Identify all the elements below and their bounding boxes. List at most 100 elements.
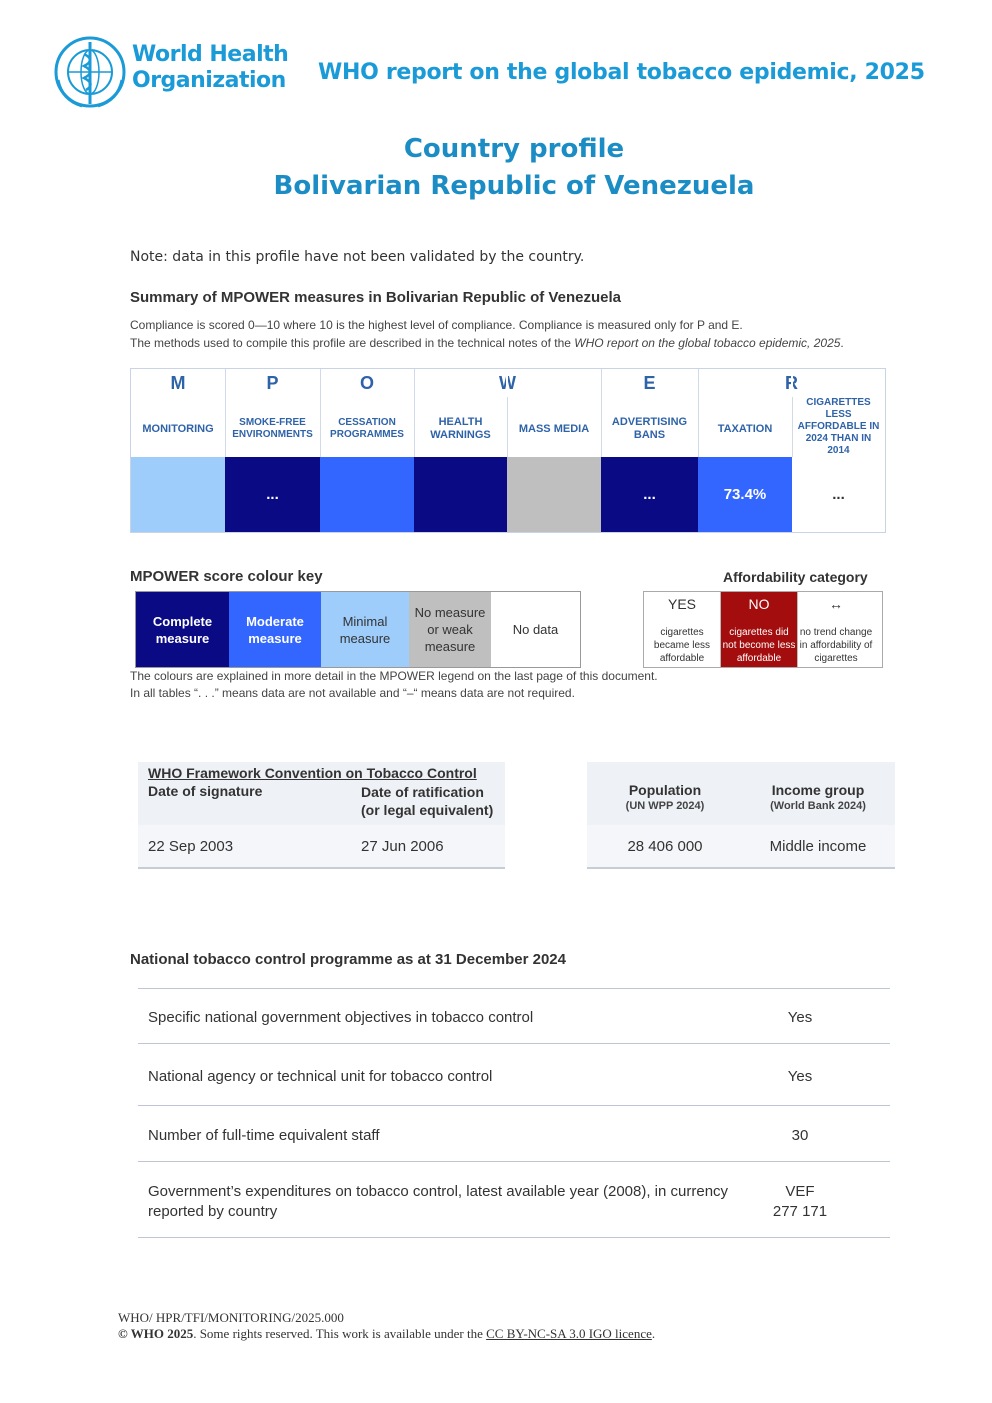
copyright: © WHO 2025. Some rights reserved. This w… [118, 1326, 655, 1342]
ratification-header-line2: (or legal equivalent) [361, 802, 494, 818]
methods-line-suffix: . [840, 336, 844, 350]
ntcp-answer: Yes [787, 1068, 813, 1085]
mpower-column: MONITORING [131, 369, 226, 532]
ntcp-question: Number of full-time equivalent staff [148, 1127, 380, 1144]
compliance-line: Compliance is scored 0—10 where 10 is th… [130, 318, 743, 332]
org-name-line2: Organization [132, 68, 286, 93]
mpower-column: TAXATION 73.4% [698, 369, 793, 532]
ntcp-row-agency: National agency or technical unit for to… [138, 1043, 890, 1106]
income-header: Income group (World Bank 2024) [743, 782, 893, 812]
compliance-note: Compliance is scored 0—10 where 10 is th… [130, 316, 844, 352]
mpower-letter: E [643, 373, 656, 393]
mpower-score-cell [131, 457, 225, 532]
expenditure-currency: VEF [785, 1183, 815, 1200]
mpower-column: HEALTH WARNINGS [414, 369, 508, 532]
colour-key-heading: MPOWER score colour key [130, 568, 323, 585]
mpower-column-label: HEALTH WARNINGS [430, 416, 491, 441]
mpower-column-label: CESSATION PROGRAMMES [330, 417, 404, 440]
ntcp-question: Specific national government objectives … [148, 1009, 534, 1026]
income-source: (World Bank 2024) [770, 800, 866, 812]
ratification-header: Date of ratification (or legal equivalen… [361, 783, 493, 819]
document-code: WHO/ HPR/TFI/MONITORING/2025.000 [118, 1310, 344, 1325]
affordability-label: YES [667, 596, 696, 612]
ntcp-row-staff: Number of full-time equivalent staff 30 [138, 1105, 890, 1162]
mpower-score-cell [320, 457, 414, 532]
fctc-title: WHO Framework Convention on Tobacco Cont… [148, 765, 477, 781]
country-name: Bolivarian Republic of Venezuela [273, 171, 755, 201]
mpower-letter: P [266, 373, 279, 393]
copyright-mark: © WHO 2025 [118, 1326, 194, 1341]
mpower-column: MASS MEDIA [507, 369, 602, 532]
affordability-description: cigarettes did not become less affordabl… [722, 627, 796, 664]
mpower-column: ADVERTISING BANS... [601, 369, 699, 532]
colour-key-swatch: No measure or weak measure [409, 592, 491, 667]
page-title: Country profile [403, 134, 625, 164]
ntcp-heading: National tobacco control programme as at… [130, 951, 566, 968]
colour-key-swatch: Complete measure [136, 592, 229, 667]
income-value: Middle income [769, 838, 867, 855]
mpower-column: SMOKE-FREE ENVIRONMENTS... [225, 369, 321, 532]
copyright-end: . [651, 1326, 656, 1341]
ntcp-row-objectives: Specific national government objectives … [138, 988, 890, 1044]
population-table: Population (UN WPP 2024) Income group (W… [587, 762, 895, 869]
income-label: Income group [771, 782, 865, 798]
mpower-score-cell [507, 457, 601, 532]
summary-heading: Summary of MPOWER measures in Bolivarian… [130, 289, 621, 306]
ntcp-row-expenditure: Government’s expenditures on tobacco con… [138, 1161, 890, 1238]
mpower-column-label: MASS MEDIA [518, 422, 590, 435]
mpower-score-cell: ... [225, 457, 320, 532]
population-label: Population [628, 782, 702, 798]
affordability-description: no trend change in affordability of ciga… [799, 627, 873, 664]
mpower-score-cell: ... [601, 457, 698, 532]
mpower-table: MONITORING SMOKE-FREE ENVIRONMENTS... CESS… [130, 368, 886, 533]
ntcp-question-line2: reported by country [148, 1203, 278, 1220]
mpower-column: CIGARETTES LESS AFFORDABLE IN 2024 THAN … [792, 369, 885, 532]
population-header: Population (UN WPP 2024) [587, 782, 743, 812]
mpower-letter: M [170, 373, 186, 393]
mpower-column-label: CIGARETTES LESS AFFORDABLE IN 2024 THAN … [797, 397, 880, 456]
who-logo-text: World Health Organization [132, 42, 289, 94]
affordability-description: cigarettes became less affordable [653, 627, 711, 664]
colour-key-swatch: Moderate measure [229, 592, 321, 667]
fctc-table: WHO Framework Convention on Tobacco Cont… [138, 762, 505, 869]
affordability-label: ↔ [829, 596, 843, 612]
mpower-column-label: TAXATION [717, 422, 773, 435]
population-source: (UN WPP 2024) [625, 800, 705, 812]
methods-line-prefix: The methods used to compile this profile… [130, 336, 575, 350]
colour-explain-line2: In all tables “. . .” means data are not… [130, 686, 575, 700]
colour-key-swatch: No data [491, 592, 580, 667]
affordability-cell: YES cigarettes became less affordable [644, 592, 721, 667]
ratification-date: 27 Jun 2006 [361, 838, 444, 855]
colour-key-swatch: Minimal measure [321, 592, 409, 667]
mpower-column-label: SMOKE-FREE ENVIRONMENTS [232, 417, 313, 440]
ratification-header-line1: Date of ratification [361, 784, 484, 800]
ntcp-question: National agency or technical unit for to… [148, 1068, 493, 1085]
ntcp-question: Government’s expenditures on tobacco con… [148, 1182, 728, 1222]
methods-line-report: WHO report on the global tobacco epidemi… [574, 336, 841, 350]
ntcp-answer: VEF 277 171 [738, 1182, 862, 1222]
ntcp-answer: 30 [791, 1127, 809, 1144]
report-title: WHO report on the global tobacco epidemi… [318, 60, 925, 85]
who-logo: World Health Organization [52, 34, 292, 110]
mpower-score-cell [414, 457, 507, 532]
ntcp-answer: Yes [787, 1009, 813, 1026]
affordability-heading: Affordability category [723, 569, 868, 585]
who-emblem-icon [54, 36, 126, 108]
mpower-column: CESSATION PROGRAMMES [320, 369, 415, 532]
colour-explain-line1: The colours are explained in more detail… [130, 669, 658, 683]
licence-link[interactable]: CC BY-NC-SA 3.0 IGO licence [486, 1326, 652, 1341]
signature-header: Date of signature [148, 783, 263, 799]
mpower-score-cell: ... [792, 457, 885, 532]
mpower-letter: O [359, 373, 374, 393]
colour-explanation: The colours are explained in more detail… [130, 668, 658, 702]
mpower-column-label: ADVERTISING BANS [611, 416, 688, 441]
expenditure-amount: 277 171 [772, 1203, 828, 1220]
population-value: 28 406 000 [627, 838, 703, 855]
mpower-score-cell: 73.4% [698, 457, 792, 532]
affordability-cell: ↔ no trend change in affordability of cig… [798, 592, 874, 667]
signature-date: 22 Sep 2003 [148, 838, 234, 855]
mpower-column-label: MONITORING [142, 422, 214, 435]
